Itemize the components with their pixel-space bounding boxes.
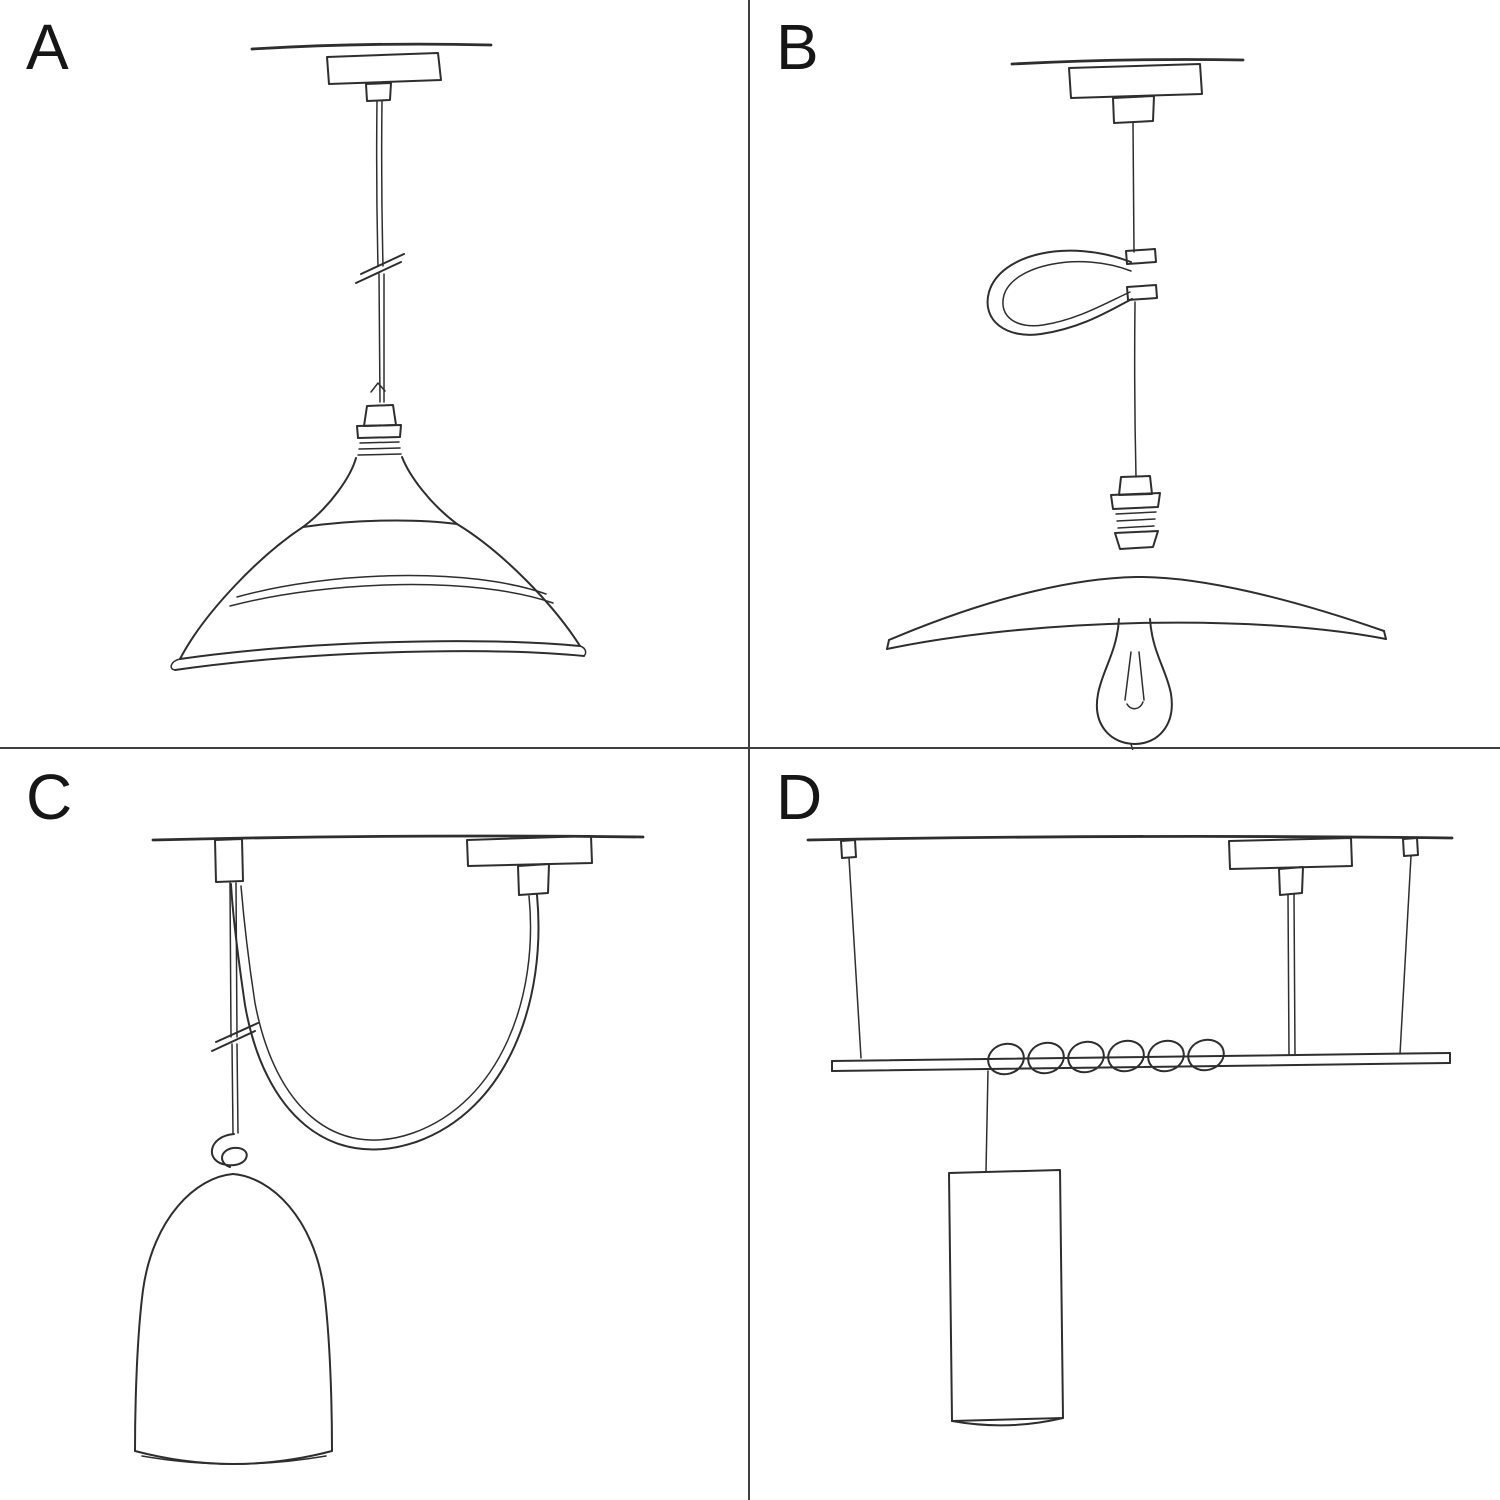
cord-arrow-mark [370, 382, 386, 393]
ceiling-rose [326, 52, 442, 85]
cord-grip [1112, 95, 1155, 124]
cable-loop [986, 248, 1158, 336]
sketch-a-pendant-bowl-shade-icon [170, 42, 587, 671]
cord-grip [365, 82, 392, 102]
ceiling-rose [1228, 837, 1353, 870]
pendant-cord [375, 100, 385, 403]
cylinder-shade [948, 1169, 1064, 1427]
light-bulb [1095, 618, 1173, 750]
bell-shade [134, 1173, 333, 1465]
ceiling-line [250, 42, 493, 51]
option-a-panel: A [0, 0, 750, 750]
pendant-cord-upper [1132, 122, 1135, 253]
cord-grip [517, 863, 550, 896]
ceiling-line [1010, 58, 1245, 66]
left-suspension-cable [840, 839, 862, 1059]
sketch-d-bar-cylinder-shade-icon [806, 835, 1454, 1427]
option-a-label: A [26, 11, 70, 83]
swag-cable [230, 883, 540, 1151]
pendant-cord [985, 1070, 989, 1172]
cable-clip [1126, 284, 1158, 301]
lamp-holder [1110, 475, 1161, 550]
cord-length-mark [355, 253, 405, 284]
cord-grip [1278, 866, 1304, 896]
horizontal-bar [831, 1052, 1451, 1072]
horizontal-divider [0, 747, 1500, 749]
cord-length-mark [211, 1022, 259, 1052]
ceiling-line [806, 835, 1454, 842]
option-d-panel: D [750, 750, 1500, 1500]
vertical-divider [748, 0, 750, 1500]
sketch-b-pendant-flat-shade-icon [886, 58, 1387, 750]
ceiling-hook [214, 838, 244, 883]
option-b-label: B [776, 11, 820, 83]
ceiling-rose [466, 835, 593, 867]
lamp-holder [356, 404, 402, 456]
ceiling-rose [1068, 63, 1203, 99]
right-suspension-cable [1399, 837, 1419, 1055]
option-b-panel: B [750, 0, 1500, 750]
cable-clip [1125, 248, 1157, 265]
flat-plate-shade [886, 575, 1387, 650]
sketch-c-swag-bell-shade-icon [134, 834, 645, 1465]
bowl-shade [170, 456, 587, 671]
drop-cord [229, 882, 239, 1134]
coiled-cable [987, 1038, 1225, 1076]
knot [210, 1133, 248, 1168]
pendant-cord-lower [1133, 301, 1137, 478]
option-c-label: C [26, 761, 74, 833]
center-rod [1287, 894, 1296, 1056]
option-d-label: D [776, 761, 824, 833]
option-c-panel: C [0, 750, 750, 1500]
